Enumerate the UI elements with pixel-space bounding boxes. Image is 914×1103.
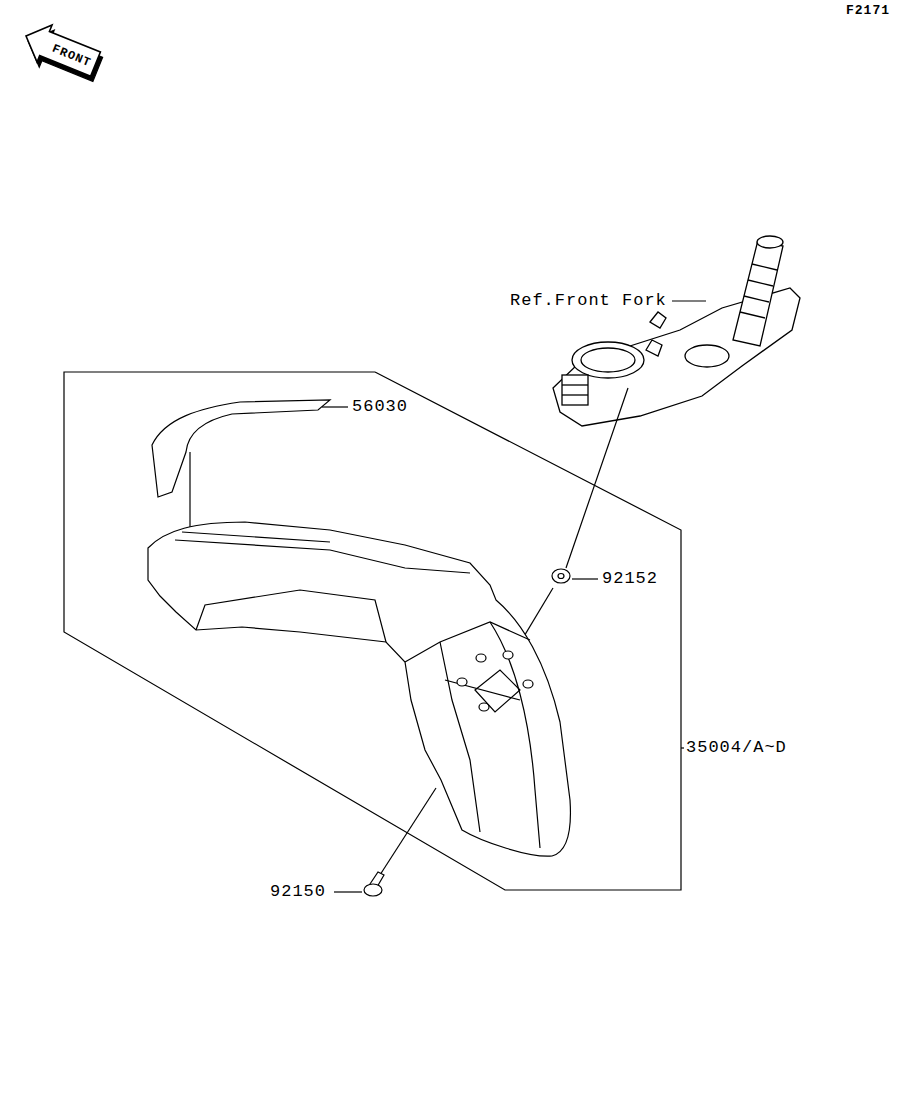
leader-line xyxy=(322,406,348,407)
screw xyxy=(364,872,384,896)
front-arrow xyxy=(17,17,107,87)
leader-line xyxy=(566,388,628,568)
part-number: 92152 xyxy=(602,569,658,589)
reference-label: Ref.Front Fork xyxy=(510,291,667,311)
decal xyxy=(152,400,330,497)
figure-code: F2171 xyxy=(846,3,890,19)
part-number: 56030 xyxy=(352,397,408,417)
group-bracket xyxy=(64,372,681,890)
leader-line xyxy=(334,891,362,892)
front-fork xyxy=(553,236,800,426)
leader-line xyxy=(378,788,436,878)
front-fender xyxy=(148,522,570,856)
washer xyxy=(552,569,570,583)
part-number: 35004/A~D xyxy=(686,738,787,758)
leader-line xyxy=(572,578,598,579)
part-number: 92150 xyxy=(270,882,326,902)
leader-line xyxy=(681,747,684,748)
leader-line xyxy=(189,452,190,530)
leader-line xyxy=(672,300,706,301)
